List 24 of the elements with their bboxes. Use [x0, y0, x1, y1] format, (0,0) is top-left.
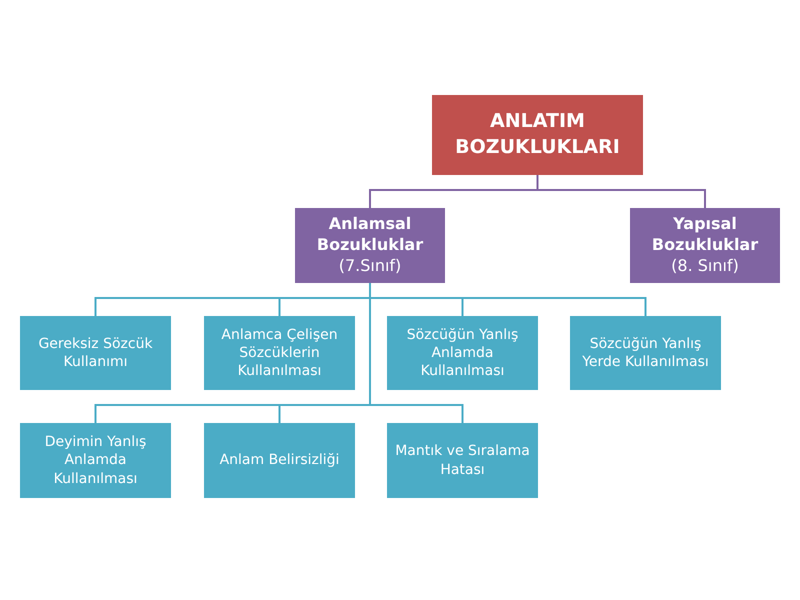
topic-box [387, 423, 538, 498]
node-title: Mantık ve Sıralama Hatası [394, 442, 531, 479]
topic-box [20, 316, 171, 390]
root-box [432, 95, 643, 175]
node-title: Anlamsal Bozukluklar [316, 214, 424, 256]
topic-box [570, 316, 721, 390]
node-title: Gereksiz Sözcük Kullanımı [37, 334, 154, 372]
connector-line [536, 175, 706, 208]
node-title: Sözcüğün Yanlış Anlamda Kullanılması [406, 326, 520, 380]
topic-box [20, 423, 171, 498]
node-title: Anlamca Çelişen Sözcüklerin Kullanılması [220, 326, 339, 380]
node-title: Sözcüğün Yanlış Yerde Kullanılması [581, 334, 710, 372]
topic-box [204, 423, 355, 498]
topic-box [387, 316, 538, 390]
category-box [630, 208, 780, 283]
connector-line [369, 283, 464, 423]
node-title: Anlam Belirsizliği [220, 451, 340, 470]
node-subtitle: (8. Sınıf) [671, 256, 739, 277]
node-subtitle: (7.Sınıf) [338, 256, 402, 277]
node-title: ANLATIM BOZUKLUKLARI [454, 109, 621, 160]
node-title: Yapısal Bozukluklar [650, 214, 760, 256]
topic-box [204, 316, 355, 390]
node-title: Deyimin Yanlış Anlamda Kullanılması [44, 433, 148, 488]
category-box [295, 208, 445, 283]
